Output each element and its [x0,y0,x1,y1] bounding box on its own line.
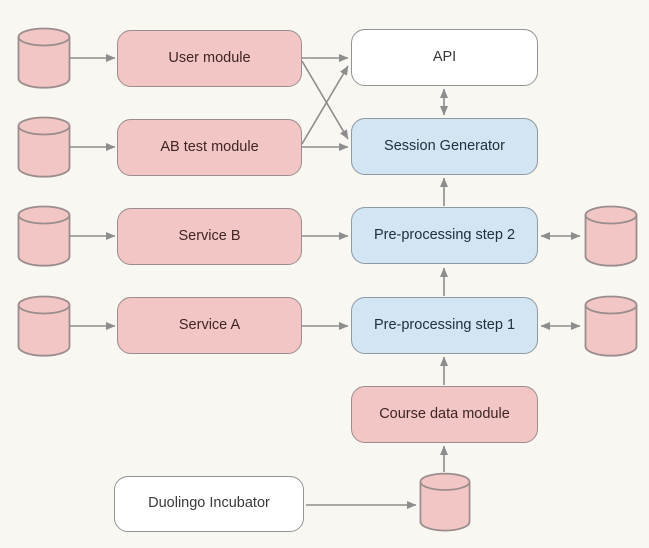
node-course-data-module: Course data module [351,386,538,443]
node-label: Service A [178,316,241,333]
node-label: User module [168,49,251,66]
node-label: Pre-processing step 2 [373,226,516,243]
node-api: API [351,29,538,86]
node-preprocessing-step-1: Pre-processing step 1 [351,297,538,354]
node-ab-test-module: AB test module [117,119,302,176]
database-icon [419,472,471,532]
node-label: Service B [178,227,241,244]
node-user-module: User module [117,30,302,87]
database-cylinder-preprocessing-step-2 [584,205,638,267]
node-preprocessing-step-2: Pre-processing step 2 [351,207,538,264]
database-icon [17,205,71,267]
database-cylinder-service-b [17,205,71,267]
edge-ab-test-module-to-api [301,65,349,145]
database-icon [17,295,71,357]
database-cylinder-user-module [17,27,71,89]
database-icon [17,116,71,178]
node-label: Session Generator [384,137,505,154]
node-label: Pre-processing step 1 [373,316,516,333]
database-cylinder-ab-test-module [17,116,71,178]
database-cylinder-preprocessing-step-1 [584,295,638,357]
node-service-a: Service A [117,297,302,354]
database-icon [17,27,71,89]
node-duolingo-incubator: Duolingo Incubator [114,476,304,532]
database-icon [584,295,638,357]
node-label: API [432,48,457,65]
node-service-b: Service B [117,208,302,265]
node-session-generator: Session Generator [351,118,538,175]
node-label: Course data module [379,405,510,422]
node-label: Duolingo Incubator [148,495,270,512]
node-label: AB test module [160,138,259,155]
database-cylinder-service-a [17,295,71,357]
database-cylinder-course-data [419,471,471,533]
edge-user-module-to-session-generator [301,60,349,140]
database-icon [584,205,638,267]
